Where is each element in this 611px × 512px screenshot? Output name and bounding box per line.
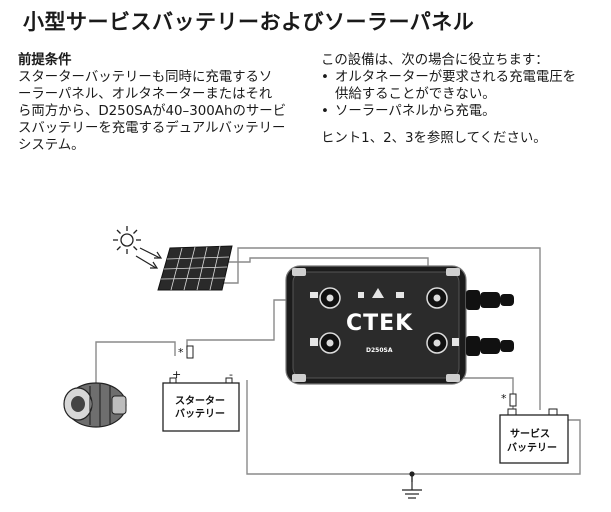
wire-starter-ground (246, 380, 413, 482)
starter-battery-label: バッテリー (175, 408, 225, 420)
prerequisites-line: ら両方から、D250SAが40–300Ahのサービ (18, 104, 287, 119)
page-title: 小型サービスバッテリーおよびソーラーパネル (23, 10, 475, 34)
usage-section: この設備は、次の場合に役立ちます： オルタネーターが要求される充電電圧を 供給す… (321, 52, 611, 147)
solar-panel-icon (157, 245, 233, 291)
wire-starter-positive (186, 299, 296, 350)
wire-solar-negative (210, 247, 541, 410)
usage-bullet-line: ソーラーパネルから充電。 (335, 104, 496, 119)
ground-icon (402, 471, 422, 499)
charger-model: D250SA (366, 347, 393, 354)
sun-icon (113, 226, 141, 254)
service-battery-label: バッテリー (507, 442, 557, 454)
charger-terminal (426, 287, 448, 309)
service-battery-label: サービス (510, 427, 550, 440)
usage-intro: この設備は、次の場合に役立ちます： (321, 53, 549, 68)
prerequisites-section: 前提条件 スターターバッテリーも同時に充電するソ ーラーパネル、オルタネーターま… (18, 52, 308, 154)
prerequisites-heading: 前提条件 (18, 53, 72, 68)
alternator-icon (63, 382, 127, 428)
fuse-marker: * (178, 346, 184, 359)
svg-text:-: - (229, 368, 233, 381)
usage-bullet-line: 供給することができない。 (335, 87, 496, 102)
prerequisites-line: ーラーパネル、オルタネーターまたはそれ (18, 87, 273, 102)
fuse-marker: * (501, 392, 507, 405)
wire-alternator (95, 341, 176, 386)
prerequisites-line: システム。 (18, 138, 85, 153)
fuse-icon (509, 393, 517, 407)
hint-text: ヒント1、2、3を参照してください。 (321, 131, 547, 146)
starter-battery: + - スターター バッテリー (162, 368, 240, 432)
prerequisites-line: スバッテリーを充電するデュアルバッテリー (18, 121, 286, 136)
cable-glands (466, 290, 514, 356)
usage-bullet-line: オルタネーターが要求される充電電圧を (335, 70, 577, 85)
charger-device: CTEK D250SA (285, 265, 514, 385)
svg-text:+: + (172, 368, 181, 381)
charger-terminal (319, 287, 341, 309)
charger-terminal (426, 332, 448, 354)
usage-bullet: オルタネーターが要求される充電電圧を 供給することができない。 (321, 69, 611, 103)
usage-bullet: ソーラーパネルから充電。 (321, 103, 611, 120)
usage-list: オルタネーターが要求される充電電圧を 供給することができない。 ソーラーパネルか… (321, 69, 611, 120)
wire-service-ground (412, 419, 581, 475)
fuse-icon (186, 345, 194, 359)
charger-brand: CTEK (346, 311, 413, 336)
charger-status-icons (310, 288, 459, 346)
prerequisites-line: スターターバッテリーも同時に充電するソ (18, 70, 273, 85)
starter-battery-label: スターター (175, 395, 225, 407)
charger-terminal (319, 332, 341, 354)
sunray-arrows (135, 247, 163, 269)
service-battery: サービス バッテリー (499, 408, 569, 464)
